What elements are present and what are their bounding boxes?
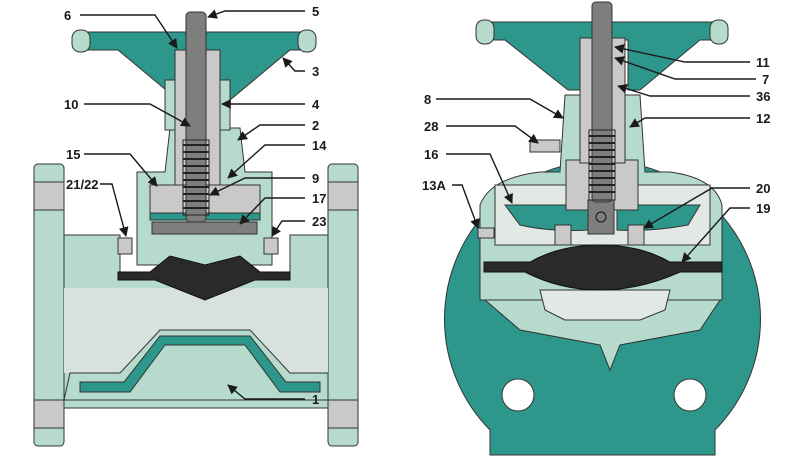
pin bbox=[595, 211, 607, 223]
leader-line bbox=[237, 124, 305, 141]
leader-line bbox=[282, 57, 305, 72]
leader-line bbox=[239, 197, 305, 225]
leader-line bbox=[84, 153, 158, 187]
callout-7: 7 bbox=[762, 72, 769, 87]
flange-band bbox=[327, 399, 359, 429]
callout-16: 16 bbox=[424, 147, 438, 162]
grease-fitting bbox=[529, 139, 561, 153]
stud bbox=[627, 224, 645, 246]
callout-15: 15 bbox=[66, 147, 80, 162]
left-callouts: 6 5 3 10 4 2 14 15 9 21/22 17 23 1 bbox=[64, 4, 327, 407]
bolt bbox=[477, 227, 495, 239]
stem bbox=[185, 11, 207, 223]
callout-10: 10 bbox=[64, 97, 78, 112]
callout-17: 17 bbox=[312, 191, 326, 206]
compressor bbox=[616, 204, 701, 231]
callout-11: 11 bbox=[756, 55, 770, 70]
stem bbox=[591, 1, 613, 203]
leader-line bbox=[80, 14, 178, 49]
leader-line bbox=[446, 153, 513, 204]
callout-4: 4 bbox=[312, 97, 320, 112]
pin bbox=[151, 221, 258, 235]
handwheel-rim bbox=[475, 19, 495, 45]
leader-line bbox=[436, 98, 564, 119]
bottom-flange-line bbox=[63, 399, 329, 409]
callout-5: 5 bbox=[312, 4, 319, 19]
flange-band bbox=[33, 181, 65, 211]
left-valve-section bbox=[33, 11, 359, 447]
weir-lining bbox=[79, 335, 321, 393]
leader-line bbox=[227, 144, 305, 179]
leader-line bbox=[643, 187, 750, 229]
leader-line bbox=[100, 183, 129, 237]
callout-1: 1 bbox=[312, 392, 319, 407]
callout-28: 28 bbox=[424, 119, 438, 134]
leader-line bbox=[452, 184, 480, 229]
right-valve-section bbox=[444, 1, 761, 456]
callout-6: 6 bbox=[64, 8, 71, 23]
bolt-nut bbox=[263, 237, 279, 255]
leader-line bbox=[617, 83, 750, 97]
callout-9: 9 bbox=[312, 171, 319, 186]
callout-19: 19 bbox=[756, 201, 770, 216]
stem-thread bbox=[588, 129, 616, 201]
interior-cavity bbox=[539, 289, 671, 321]
leader-line bbox=[84, 103, 191, 127]
leader-line bbox=[681, 207, 750, 263]
callout-20: 20 bbox=[756, 181, 770, 196]
callout-36: 36 bbox=[756, 89, 770, 104]
mounting-hole bbox=[673, 378, 707, 412]
body-interior bbox=[483, 299, 721, 372]
callout-14: 14 bbox=[312, 138, 327, 153]
callout-12: 12 bbox=[756, 111, 770, 126]
mounting-hole bbox=[501, 378, 535, 412]
diaphragm bbox=[117, 255, 291, 301]
leader-line bbox=[629, 117, 750, 128]
callout-21-22: 21/22 bbox=[66, 177, 99, 192]
leader-line bbox=[614, 44, 750, 63]
flange-band bbox=[327, 181, 359, 211]
flange-band bbox=[33, 399, 65, 429]
stem-thread bbox=[182, 139, 210, 216]
handwheel-rim bbox=[709, 19, 729, 45]
callout-13A: 13A bbox=[422, 178, 446, 193]
right-callouts: 11 7 36 8 28 12 16 20 13A 19 bbox=[422, 44, 770, 263]
leader-line bbox=[446, 125, 539, 144]
stud bbox=[554, 224, 572, 246]
diaphragm bbox=[483, 244, 723, 291]
bolt-nut bbox=[117, 237, 133, 255]
callout-2: 2 bbox=[312, 118, 319, 133]
leader-line bbox=[271, 220, 305, 237]
callout-3: 3 bbox=[312, 64, 319, 79]
leader-line bbox=[227, 384, 305, 400]
handwheel-rim bbox=[297, 29, 317, 53]
leader-line bbox=[209, 177, 305, 196]
leader-line bbox=[614, 56, 756, 80]
handwheel-rim bbox=[71, 29, 91, 53]
callout-23: 23 bbox=[312, 214, 326, 229]
leader-line bbox=[207, 9, 305, 19]
callout-8: 8 bbox=[424, 92, 431, 107]
stem-nut bbox=[587, 199, 615, 235]
